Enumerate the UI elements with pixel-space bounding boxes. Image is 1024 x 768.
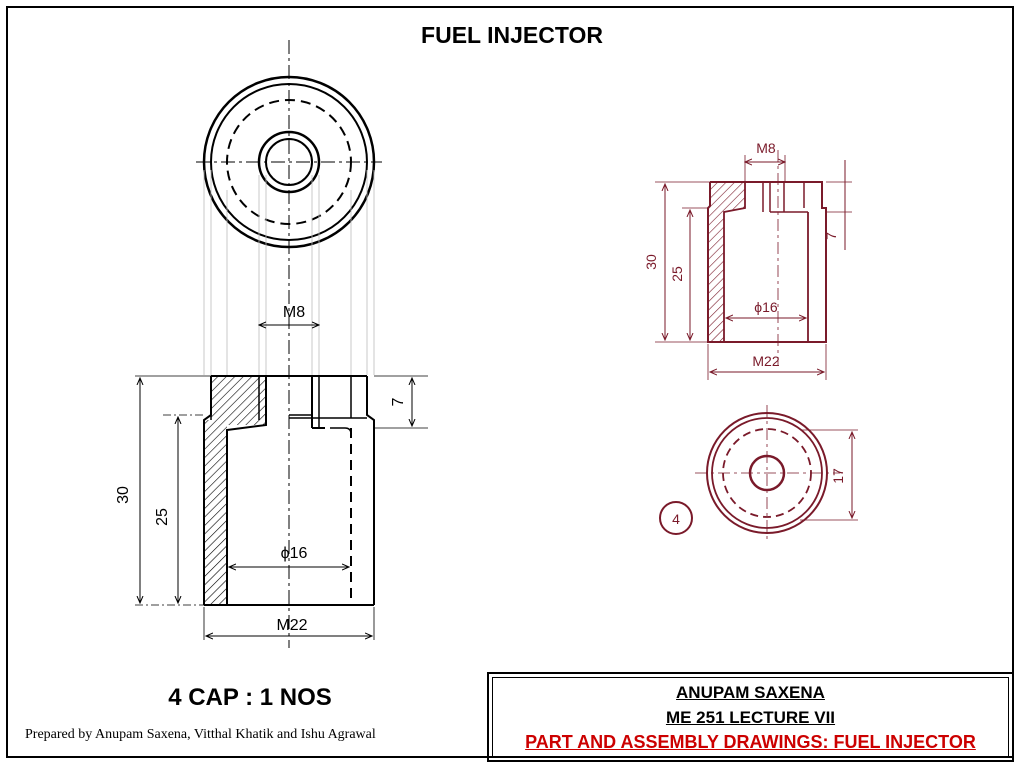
dim-inner-height: 25 — [154, 508, 171, 526]
dim-bore: ϕ16 — [281, 545, 308, 562]
dim-overall-height: 30 — [115, 486, 132, 504]
part-label: 4 CAP : 1 NOS — [168, 684, 332, 711]
ref-dim-inner-height: 25 — [669, 266, 685, 282]
title-block-course: ME 251 LECTURE VII — [665, 708, 836, 727]
front-view — [203, 375, 375, 606]
title-block: ANUPAM SAXENA ME 251 LECTURE VII PART AN… — [487, 672, 1014, 762]
ref-dim-m22: M22 — [752, 353, 779, 369]
slide-border — [6, 6, 1014, 758]
dim-m8: M8 — [283, 304, 305, 321]
reference-front-view: M8 30 25 7 ϕ16 M22 — [643, 140, 852, 380]
credits: Prepared by Anupam Saxena, Vitthal Khati… — [25, 727, 376, 742]
reference-top-view: 17 4 — [659, 405, 858, 540]
ref-dim-bore: ϕ16 — [754, 299, 778, 315]
dim-m22: M22 — [276, 617, 307, 634]
slide-title: FUEL INJECTOR — [421, 22, 603, 48]
ref-dim-m8: M8 — [756, 140, 776, 156]
projection-lines — [203, 170, 375, 375]
dim-slot-depth: 7 — [390, 397, 407, 406]
title-block-inner: ANUPAM SAXENA ME 251 LECTURE VII PART AN… — [492, 677, 1009, 757]
ref-dim-slot-depth: 7 — [823, 232, 839, 240]
ref-dim-across: 17 — [830, 468, 846, 484]
title-block-author: ANUPAM SAXENA — [676, 683, 825, 702]
title-block-topic: PART AND ASSEMBLY DRAWINGS: FUEL INJECTO… — [525, 732, 976, 752]
ref-dim-overall-height: 30 — [643, 254, 659, 270]
ref-part-number: 4 — [672, 511, 680, 527]
dimensions: M8 30 25 7 ϕ16 M22 — [115, 304, 428, 640]
